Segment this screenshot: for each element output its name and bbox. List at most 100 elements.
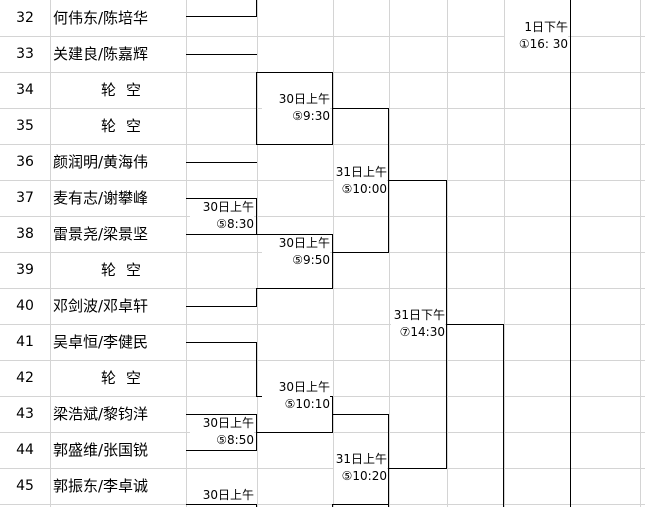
row-number[interactable]: 37: [16, 190, 34, 206]
row-number[interactable]: 42: [16, 370, 34, 386]
bye-entry[interactable]: 轮空: [100, 261, 151, 279]
bracket-line: [256, 504, 257, 507]
column-divider: [447, 0, 448, 507]
bracket-line: [256, 342, 257, 397]
player-pair-name[interactable]: 梁浩斌/黎钧洋: [53, 405, 149, 423]
row-number[interactable]: 41: [16, 334, 34, 350]
bracket-line: [332, 504, 389, 505]
bracket-line: [186, 414, 257, 415]
bracket-line: [256, 288, 257, 307]
bye-entry[interactable]: 轮空: [100, 117, 151, 135]
match-time: ⑤9:50: [292, 253, 330, 267]
bracket-line: [256, 198, 257, 235]
match-day: 31日上午: [335, 165, 387, 179]
player-pair-name[interactable]: 麦有志/谢攀峰: [53, 189, 149, 207]
bracket-line: [332, 252, 389, 253]
column-divider: [257, 0, 258, 507]
match-time: ①16: 30: [518, 37, 568, 51]
bracket-line: [186, 450, 257, 451]
match-day: 30日上午: [202, 488, 254, 502]
match-time: ⑤8:30: [216, 217, 254, 231]
match-day: 31日下午: [393, 308, 445, 322]
bracket-line: [186, 306, 257, 307]
match-time-label: 1日下午 ①16: 30: [505, 19, 568, 53]
bracket-line: [186, 504, 257, 505]
bracket-line: [570, 0, 571, 507]
bracket-line: [332, 108, 389, 109]
player-pair-name[interactable]: 邓剑波/邓卓轩: [53, 297, 149, 315]
row-divider: [0, 504, 645, 505]
bracket-line: [388, 414, 389, 507]
bracket-line: [388, 180, 447, 181]
bracket-line: [256, 0, 257, 17]
match-day: 30日上午: [278, 236, 330, 250]
match-time: ⑤10:20: [341, 469, 387, 483]
row-number[interactable]: 38: [16, 226, 34, 242]
bracket-line: [256, 72, 333, 73]
bracket-line: [256, 144, 333, 145]
player-pair-name[interactable]: 颜润明/黄海伟: [53, 153, 149, 171]
row-divider: [0, 360, 645, 361]
match-time-label: 30日上午 ⑤8:50: [190, 415, 254, 449]
match-day: 31日上午: [335, 452, 387, 466]
match-time: ⑦14:30: [399, 325, 445, 339]
bracket-line: [186, 162, 257, 163]
player-pair-name[interactable]: 郭振东/李卓诚: [53, 477, 149, 495]
match-time-label: 30日上午 ⑤10:10: [262, 379, 330, 413]
row-divider: [0, 324, 645, 325]
row-number[interactable]: 34: [16, 82, 34, 98]
bracket-line: [186, 16, 256, 17]
row-number[interactable]: 39: [16, 262, 34, 278]
player-pair-name[interactable]: 吴卓恒/李健民: [53, 333, 149, 351]
bracket-line: [332, 504, 333, 507]
column-divider: [186, 0, 187, 507]
bracket-line: [388, 468, 447, 469]
column-divider: [389, 0, 390, 507]
row-number[interactable]: 33: [16, 46, 34, 62]
row-divider: [0, 180, 645, 181]
match-time-label: 30日上午 ⑤8:30: [190, 199, 254, 233]
player-pair-name[interactable]: 郭盛维/张国锐: [53, 441, 149, 459]
column-divider: [504, 0, 505, 507]
bracket-line: [256, 288, 333, 289]
bracket-line: [186, 54, 257, 55]
match-time: ⑤9:30: [292, 109, 330, 123]
row-number[interactable]: 40: [16, 298, 34, 314]
bracket-line: [332, 414, 389, 415]
bracket-line: [256, 72, 257, 144]
row-divider: [0, 468, 645, 469]
bracket-line: [256, 234, 333, 235]
bracket-line: [186, 198, 257, 199]
bracket-line: [332, 234, 333, 289]
player-pair-name[interactable]: 雷景尧/梁景坚: [53, 225, 149, 243]
player-pair-name[interactable]: 关建良/陈嘉辉: [53, 45, 149, 63]
match-time-label: 31日上午 ⑤10:20: [334, 451, 387, 485]
row-divider: [0, 216, 645, 217]
column-divider: [640, 0, 641, 507]
bracket-line: [186, 234, 257, 235]
bye-entry[interactable]: 轮空: [100, 369, 151, 387]
row-number[interactable]: 45: [16, 478, 34, 494]
match-day: 1日下午: [524, 20, 568, 34]
row-number[interactable]: 44: [16, 442, 34, 458]
row-number[interactable]: 35: [16, 118, 34, 134]
column-divider: [333, 0, 334, 507]
match-time: ⑤10:00: [341, 182, 387, 196]
match-time: ⑤10:10: [284, 397, 330, 411]
column-divider: [50, 0, 51, 507]
match-time-label: 30日上午 ⑤9:50: [262, 235, 330, 269]
row-number[interactable]: 36: [16, 154, 34, 170]
bracket-line: [503, 324, 504, 507]
bye-entry[interactable]: 轮空: [100, 81, 151, 99]
match-day: 30日上午: [202, 416, 254, 430]
match-day: 30日上午: [278, 92, 330, 106]
bracket-line: [446, 324, 504, 325]
match-time-label: 30日上午 ⑤9:30: [262, 91, 330, 125]
match-day: 30日上午: [202, 200, 254, 214]
match-time-label: 31日下午 ⑦14:30: [391, 307, 445, 341]
bracket-line: [256, 432, 333, 433]
row-number[interactable]: 43: [16, 406, 34, 422]
row-number[interactable]: 32: [16, 10, 34, 26]
player-pair-name[interactable]: 何伟东/陈培华: [53, 9, 149, 27]
